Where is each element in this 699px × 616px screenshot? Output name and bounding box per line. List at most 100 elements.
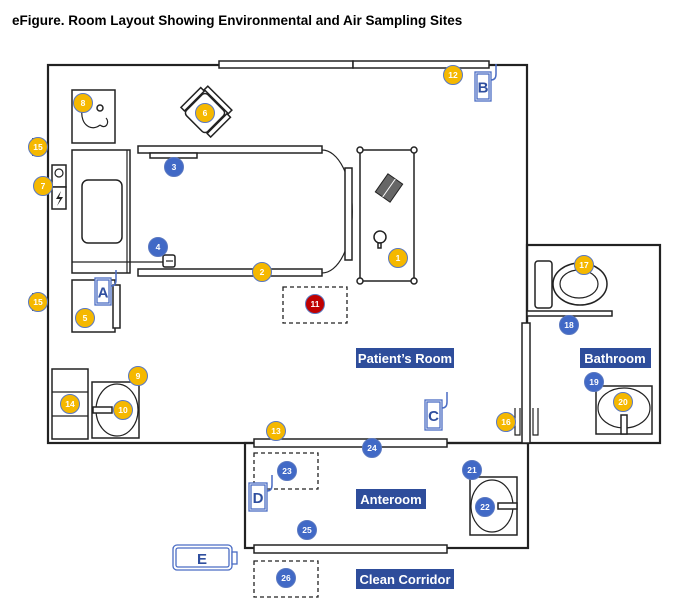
- marker-label: 15: [33, 142, 43, 152]
- room-label-text: Patient’s Room: [358, 351, 452, 366]
- hand-sanitizer-sign-a: A: [94, 270, 117, 306]
- sampling-site-marker[interactable]: 26: [276, 568, 296, 588]
- marker-circle: [266, 421, 286, 441]
- marker-circle: [276, 568, 296, 588]
- marker-circle: [113, 400, 133, 420]
- marker-label: 1: [396, 253, 401, 263]
- marker-circle: [574, 255, 594, 275]
- marker-label: 2: [260, 267, 265, 277]
- sampling-site-marker[interactable]: 24: [362, 438, 382, 458]
- marker-circle: [559, 315, 579, 335]
- window-left: [218, 60, 354, 69]
- sampling-site-marker[interactable]: 11: [305, 294, 325, 314]
- sampling-site-marker[interactable]: 6: [195, 103, 215, 123]
- marker-circle: [148, 237, 168, 257]
- marker-circle: [60, 394, 80, 414]
- air-sampler-area: [282, 286, 348, 324]
- toilet-icon: [534, 260, 608, 309]
- sampling-site-marker[interactable]: 25: [297, 520, 317, 540]
- marker-label: 5: [83, 313, 88, 323]
- marker-label: 24: [367, 443, 377, 453]
- door-anteroom-corridor[interactable]: [253, 544, 448, 554]
- marker-circle: [277, 461, 297, 481]
- sampling-site-marker[interactable]: 21: [462, 460, 482, 480]
- marker-label: 9: [136, 371, 141, 381]
- sampling-site-marker[interactable]: 9: [128, 366, 148, 386]
- hand-sanitizer-sign-d: D: [248, 475, 273, 512]
- sign-letter: B: [478, 80, 489, 97]
- sampling-site-marker[interactable]: 3: [164, 157, 184, 177]
- marker-circle: [475, 497, 495, 517]
- sampling-site-marker[interactable]: 14: [60, 394, 80, 414]
- hand-sanitizer-signs: A B C D E: [94, 64, 497, 571]
- sampling-site-marker[interactable]: 17: [574, 255, 594, 275]
- marker-circle: [33, 176, 53, 196]
- chair-icon: [179, 85, 233, 139]
- marker-circle: [305, 294, 325, 314]
- marker-circle: [28, 292, 48, 312]
- sampling-site-marker[interactable]: 15: [28, 292, 48, 312]
- book-icon: [374, 173, 404, 203]
- sign-letter: C: [428, 408, 439, 425]
- marker-label: 23: [282, 466, 292, 476]
- marker-label: 26: [281, 573, 291, 583]
- marker-label: 4: [156, 242, 161, 252]
- door-patient-anteroom[interactable]: [253, 438, 448, 448]
- marker-label: 18: [564, 320, 574, 330]
- marker-label: 19: [589, 377, 599, 387]
- sampling-site-marker[interactable]: 1: [388, 248, 408, 268]
- marker-label: 15: [33, 297, 43, 307]
- marker-label: 20: [618, 397, 628, 407]
- light-bulb-icon: [51, 164, 67, 188]
- marker-circle: [388, 248, 408, 268]
- sampling-site-marker[interactable]: 8: [73, 93, 93, 113]
- sampling-site-marker[interactable]: 2: [252, 262, 272, 282]
- sampling-site-marker[interactable]: 15: [28, 137, 48, 157]
- window-right: [352, 60, 490, 69]
- marker-label: 17: [579, 260, 589, 270]
- overbed-table: [356, 146, 418, 285]
- sampling-site-marker[interactable]: 20: [613, 392, 633, 412]
- marker-circle: [195, 103, 215, 123]
- sampling-site-marker[interactable]: 19: [584, 372, 604, 392]
- marker-circle: [75, 308, 95, 328]
- room-label-text: Anteroom: [360, 492, 421, 507]
- room-label-anteroom: Anteroom: [356, 489, 426, 509]
- sampling-site-marker[interactable]: 23: [277, 461, 297, 481]
- marker-circle: [496, 412, 516, 432]
- sampling-site-marker[interactable]: 12: [443, 65, 463, 85]
- sign-letter: A: [98, 285, 109, 302]
- sampling-site-marker[interactable]: 7: [33, 176, 53, 196]
- sampling-site-marker[interactable]: 18: [559, 315, 579, 335]
- call-button-icon: [162, 254, 176, 268]
- marker-circle: [128, 366, 148, 386]
- marker-circle: [362, 438, 382, 458]
- marker-circle: [584, 372, 604, 392]
- marker-label: 25: [302, 525, 312, 535]
- sign-letter: E: [197, 551, 207, 568]
- marker-circle: [462, 460, 482, 480]
- marker-label: 7: [41, 181, 46, 191]
- marker-circle: [28, 137, 48, 157]
- sampling-site-marker[interactable]: 22: [475, 497, 495, 517]
- marker-label: 22: [480, 502, 490, 512]
- marker-circle: [297, 520, 317, 540]
- hand-sanitizer-sign-e: E: [172, 544, 238, 571]
- marker-label: 13: [271, 426, 281, 436]
- bed-icon: [71, 145, 353, 277]
- sampling-site-marker[interactable]: 5: [75, 308, 95, 328]
- marker-label: 14: [65, 399, 75, 409]
- sampling-site-marker[interactable]: 16: [496, 412, 516, 432]
- sampling-site-marker[interactable]: 10: [113, 400, 133, 420]
- lamp-icon: [373, 230, 387, 249]
- sampling-site-marker[interactable]: 13: [266, 421, 286, 441]
- room-label-corridor: Clean Corridor: [356, 569, 454, 589]
- marker-circle: [443, 65, 463, 85]
- hand-sanitizer-sign-b: B: [474, 64, 497, 102]
- room-label-bathroom: Bathroom: [580, 348, 651, 368]
- marker-label: 12: [448, 70, 458, 80]
- door-bathroom[interactable]: [521, 322, 531, 444]
- marker-label: 6: [203, 108, 208, 118]
- sampling-site-marker[interactable]: 4: [148, 237, 168, 257]
